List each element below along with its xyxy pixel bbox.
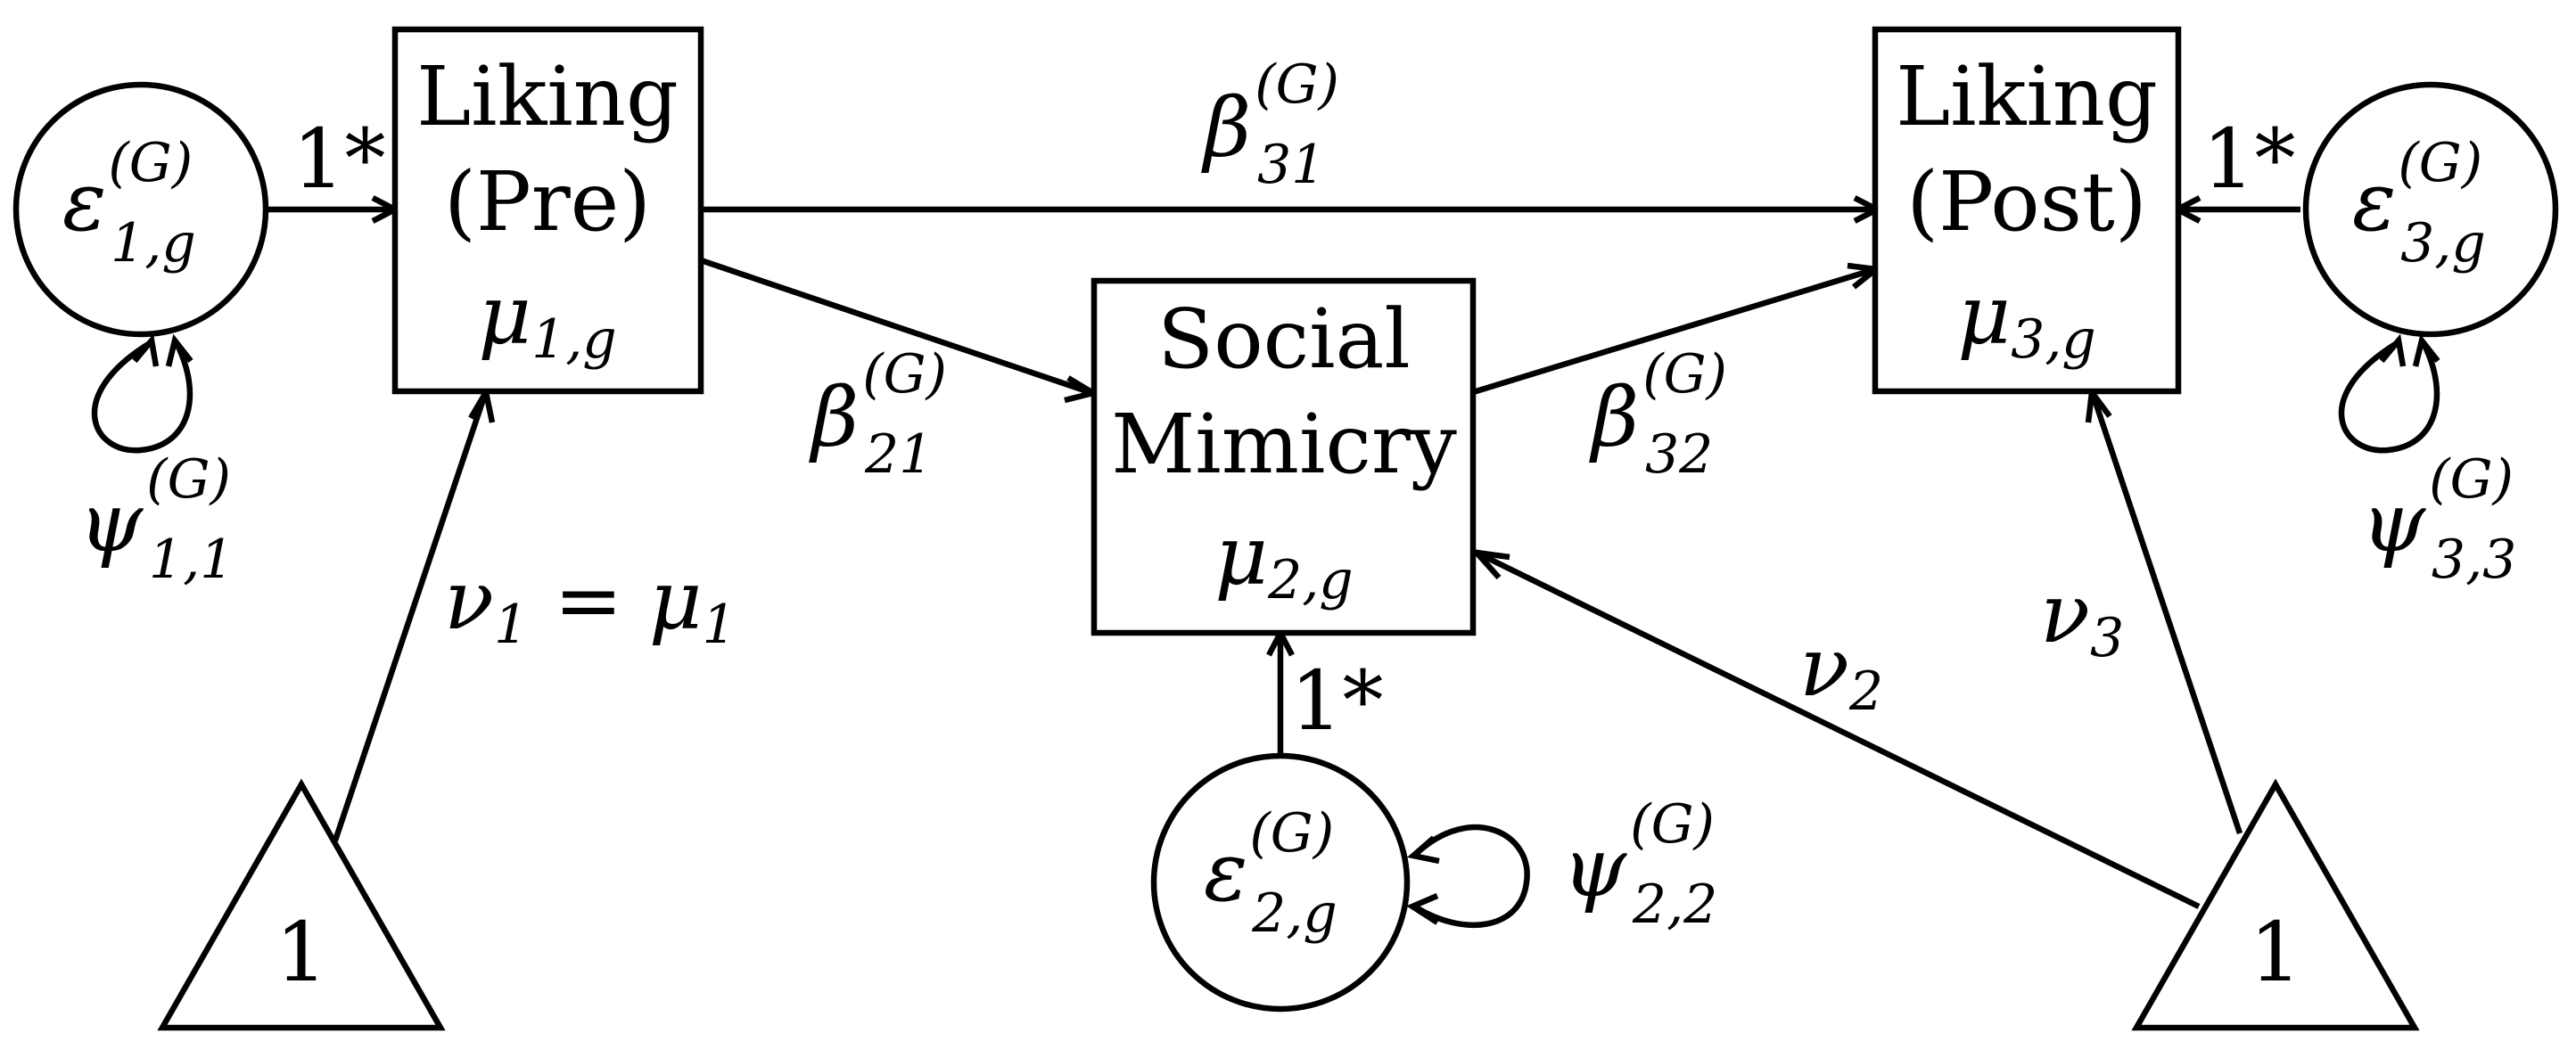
loop-psi-11 <box>91 340 193 454</box>
beta-32-label: β(G)32 <box>1589 343 1727 486</box>
beta-31-label: β(G)31 <box>1201 53 1339 196</box>
liking-post-line1: Liking <box>1896 49 2158 144</box>
error-3-label: ε(G)3,g <box>2352 132 2486 275</box>
psi-11-label: ψ(G)1,1 <box>78 448 234 591</box>
social-mimicry-mean: μ2,g <box>1214 508 1353 611</box>
edge-nu-3 <box>2090 395 2243 835</box>
node-liking-post <box>1872 26 2182 395</box>
loading-3-label: 1* <box>2202 111 2296 207</box>
node-error-1 <box>12 81 269 338</box>
node-social-mimicry <box>1090 277 1477 636</box>
loading-2-label: 1* <box>1290 653 1384 749</box>
arrowhead-psi-22-b <box>1406 893 1439 925</box>
loop-psi-22 <box>1413 824 1530 928</box>
arrowhead-psi-33-b <box>2412 333 2440 367</box>
edge-beta-21 <box>699 257 1091 396</box>
node-error-3 <box>2302 81 2559 338</box>
node-liking-pre <box>391 26 704 395</box>
arrowhead-psi-11-b <box>165 333 193 367</box>
node-labels: Liking (Pre) μ1,g Social Mimicry μ2,g Li… <box>62 49 2486 1000</box>
loop-psi-33 <box>2338 340 2440 454</box>
social-mimicry-line1: Social <box>1157 291 1411 387</box>
beta-21-label: β(G)21 <box>809 343 947 486</box>
nu-1-label: ν1 = μ1 <box>444 553 737 656</box>
edge-nu-1 <box>332 395 488 842</box>
liking-post-line2: (Post) <box>1906 154 2147 250</box>
nu-2-label: ν2 <box>1799 619 1883 723</box>
error-2-label: ε(G)2,g <box>1204 802 1337 945</box>
arrowhead-psi-33-a <box>2379 333 2407 367</box>
edge-beta-32 <box>1472 267 1873 396</box>
arrowhead-psi-11-a <box>132 333 160 367</box>
social-mimicry-line2: Mimicry <box>1111 397 1457 492</box>
constant-right-label: 1 <box>2250 905 2302 1000</box>
liking-pre-line2: (Pre) <box>444 154 651 250</box>
arrowhead-nu-2 <box>1469 548 1510 580</box>
node-error-2 <box>1150 752 1411 1013</box>
variance-labels: ψ(G)1,1 ψ(G)2,2 ψ(G)3,3 <box>78 448 2516 936</box>
liking-pre-mean: μ1,g <box>478 267 616 371</box>
liking-pre-line1: Liking <box>416 49 679 144</box>
constant-left-label: 1 <box>276 905 328 1000</box>
psi-22-label: ψ(G)2,2 <box>1562 793 1717 936</box>
edges <box>91 195 2440 928</box>
nu-3-label: ν3 <box>2040 566 2124 669</box>
edge-nu-2 <box>1478 552 2201 909</box>
loading-1-label: 1* <box>292 111 386 207</box>
node-constant-right <box>2131 778 2420 1031</box>
path-labels: 1* 1* 1* β(G)31 β(G)21 β(G)32 ν1 = μ1 ν2… <box>292 53 2296 749</box>
error-1-label: ε(G)1,g <box>62 132 196 275</box>
psi-33-label: ψ(G)3,3 <box>2361 448 2516 591</box>
arrowhead-psi-22-a <box>1406 835 1440 865</box>
node-constant-left <box>157 778 446 1031</box>
liking-post-mean: μ3,g <box>1957 267 2095 371</box>
shapes <box>12 26 2559 1031</box>
